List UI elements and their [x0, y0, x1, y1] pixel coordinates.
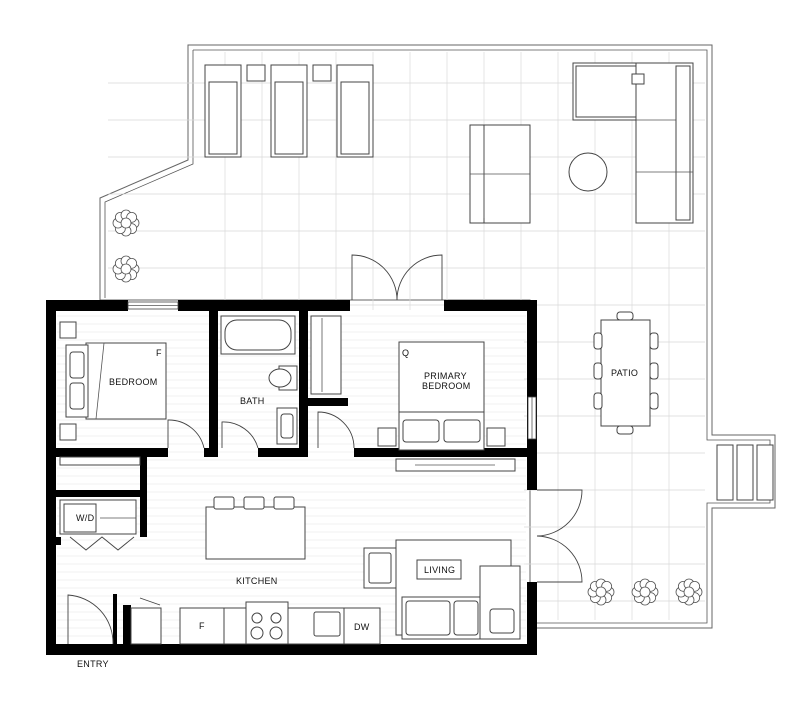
primary-bedroom-label-line1: PRIMARY [424, 371, 467, 381]
potted-plants [112, 209, 703, 606]
fridge-label: F [199, 621, 205, 631]
bed-size-queen-label: Q [402, 348, 409, 358]
patio-label: PATIO [611, 368, 638, 378]
patio-planter-boxes [716, 444, 774, 501]
kitchen-counter [179, 601, 381, 645]
bedroom-label: BEDROOM [109, 377, 158, 387]
living-furniture [363, 539, 521, 640]
pantry [130, 607, 162, 645]
entry-label: ENTRY [77, 659, 109, 669]
kitchen-label: KITCHEN [236, 576, 278, 586]
lounge-chairs [204, 64, 374, 158]
patio-daybed [469, 124, 531, 224]
windows [127, 301, 537, 440]
living-label-box [416, 559, 462, 580]
dishwasher-label: DW [354, 622, 370, 632]
bedroom-closet [59, 456, 141, 466]
door-swings [67, 254, 583, 645]
patio-outline [99, 44, 776, 629]
primary-bedroom-label-line2: BEDROOM [422, 381, 471, 391]
exterior-walls [46, 300, 537, 655]
primary-bed [377, 341, 506, 451]
bath-label: BATH [240, 396, 265, 406]
interior-walls [56, 311, 527, 644]
living-label: LIVING [424, 565, 455, 575]
kitchen-island [205, 496, 306, 560]
bed-size-full-label: F [156, 348, 162, 358]
primary-closet [310, 315, 342, 395]
round-side-table [568, 152, 608, 192]
washer-dryer-label: W/D [76, 513, 95, 523]
bedroom-furniture [59, 321, 167, 441]
patio-dining-set [593, 311, 659, 435]
patio-sectional-sofa [572, 62, 694, 224]
bath-fixtures [220, 315, 298, 445]
washer-dryer-closet [59, 499, 137, 535]
